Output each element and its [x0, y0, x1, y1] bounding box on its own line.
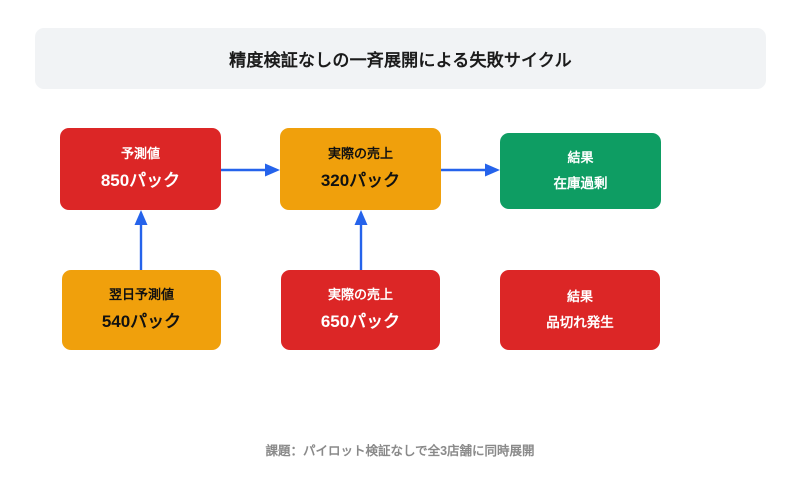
node-forecast-day2-label: 翌日予測値	[108, 287, 174, 303]
node-result-stockout[interactable]: 結果 品切れ発生	[500, 270, 660, 350]
node-forecast-day2-value: 540パック	[101, 311, 182, 331]
connector-actual-sales-day1-to-result-overstock	[440, 163, 500, 177]
node-result-overstock-value: 在庫過剰	[553, 175, 608, 191]
node-actual-sales-day2[interactable]: 実際の売上 650パック	[281, 270, 440, 350]
node-result-overstock[interactable]: 結果 在庫過剰	[500, 133, 661, 209]
node-actual-sales-day2-value: 650パック	[320, 311, 401, 331]
title-banner: 精度検証なしの一斉展開による失敗サイクル	[35, 28, 766, 89]
node-forecast-day1-label: 予測値	[120, 146, 160, 162]
connector-actual-sales-day2-to-actual-sales-day1	[354, 210, 368, 270]
node-actual-sales-day1-label: 実際の売上	[327, 146, 393, 162]
node-forecast-day1-value: 850パック	[100, 170, 181, 190]
node-actual-sales-day1-value: 320パック	[320, 170, 401, 190]
node-actual-sales-day2-label: 実際の売上	[327, 287, 393, 303]
node-result-overstock-label: 結果	[567, 149, 594, 165]
node-result-stockout-label: 結果	[566, 288, 593, 304]
node-result-stockout-value: 品切れ発生	[546, 314, 614, 330]
connector-forecast-day2-to-forecast-day1	[134, 210, 148, 270]
node-forecast-day2[interactable]: 翌日予測値 540パック	[62, 270, 221, 350]
node-forecast-day1[interactable]: 予測値 850パック	[60, 128, 221, 210]
footer-caption: 課題：パイロット検証なしで全3店舗に同時展開	[265, 444, 535, 458]
node-actual-sales-day1[interactable]: 実際の売上 320パック	[280, 128, 441, 210]
connector-forecast-day1-to-actual-sales-day1	[221, 163, 280, 177]
page-title: 精度検証なしの一斉展開による失敗サイクル	[229, 51, 572, 70]
